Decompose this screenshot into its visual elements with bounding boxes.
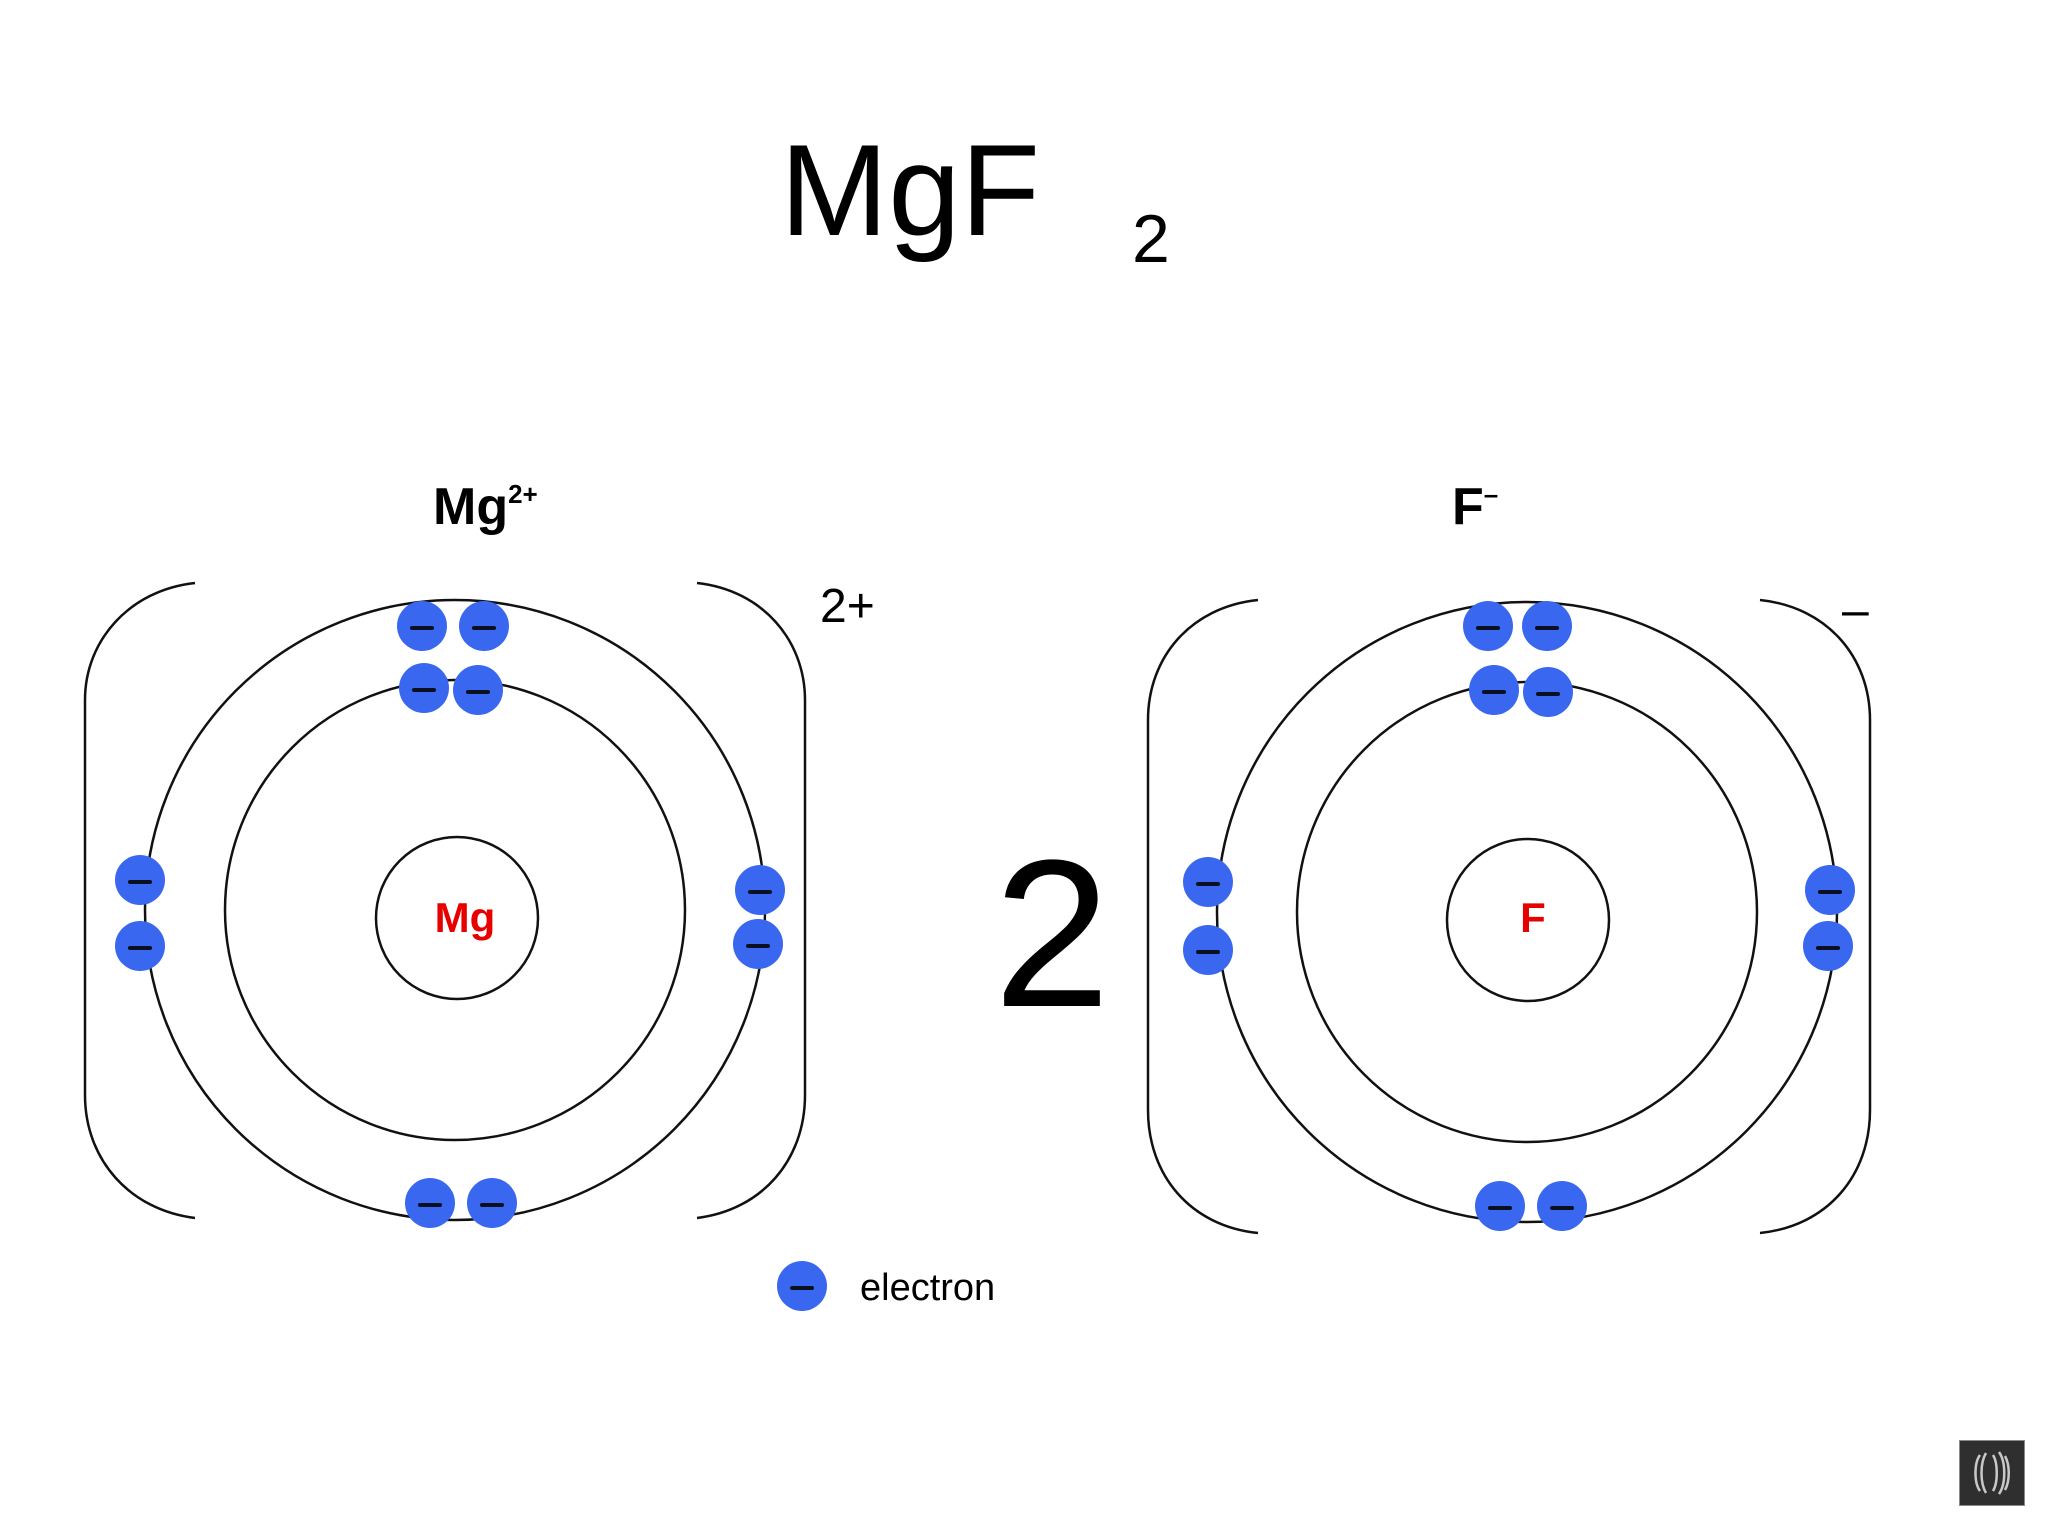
electron [1183,925,1233,975]
ion-label-f-base: F [1452,478,1484,536]
legend-label: electron [860,1267,995,1309]
ion-magnesium: Mg2+ 2+ Mg [83,478,875,1228]
electron [115,921,165,971]
electron [405,1178,455,1228]
electron [453,665,503,715]
speaker-icon [1974,1451,2010,1495]
nucleus [1445,837,1611,1003]
electron [1805,865,1855,915]
ion-label-mg-base: Mg [433,478,508,536]
ion-charge-mg: 2+ [820,580,875,633]
electron [399,663,449,713]
inner-shell [223,678,687,1142]
ion-label-mg: Mg2+ [433,478,538,536]
electron [467,1178,517,1228]
electron-shells-mg [115,601,785,1228]
electron [459,601,509,651]
ion-fluoride: F– – F [1146,478,1872,1235]
electron [1475,1181,1525,1231]
formula-title: MgF [780,117,1040,263]
electron [1523,667,1573,717]
electron [1522,601,1572,651]
electron [1537,1181,1587,1231]
electron-icon [777,1261,827,1311]
left-bracket [83,581,196,1220]
ion-charge-f: – [1842,584,1869,637]
ion-label-mg-sup: 2+ [508,479,538,509]
electron [1469,665,1519,715]
nucleus [374,835,540,1001]
electron [735,865,785,915]
formula-subscript: 2 [1132,201,1170,277]
right-bracket [1759,598,1872,1235]
ion-label-f: F– [1452,478,1498,536]
ion-label-f-sup: – [1484,479,1498,509]
nucleus-label-f: F [1520,894,1546,941]
electron [1803,921,1853,971]
right-bracket [696,581,807,1220]
electron [397,601,447,651]
audio-button[interactable] [1959,1440,2025,1506]
coefficient: 2 [994,816,1111,1051]
legend: electron [777,1261,995,1311]
electron [1463,601,1513,651]
left-bracket [1146,598,1259,1235]
electron-shells-f [1183,601,1855,1231]
nucleus-label-mg: Mg [435,894,496,941]
electron [1183,857,1233,907]
electron [733,919,783,969]
electron [115,855,165,905]
